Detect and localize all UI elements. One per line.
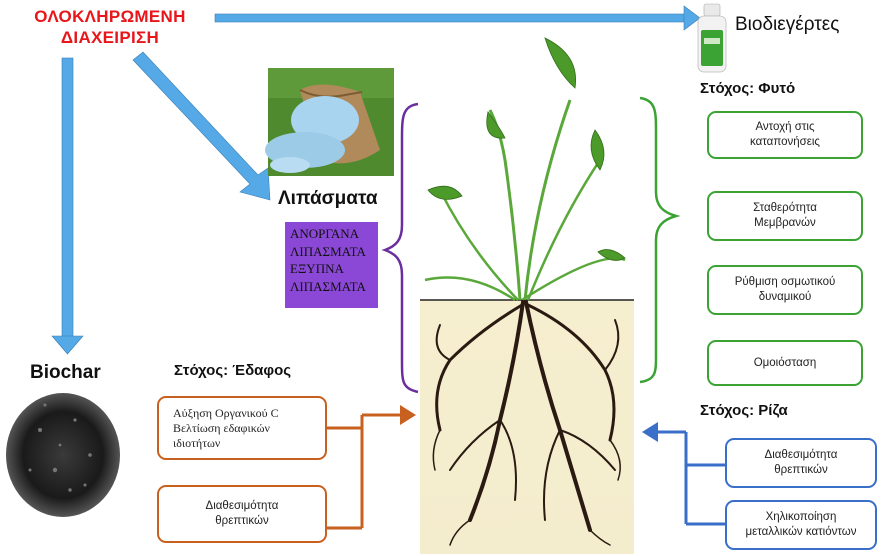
bottle-image <box>697 3 727 73</box>
plant-target-item-line: Ρύθμιση οσμωτικού <box>734 276 836 288</box>
fertilizer-type: ΑΝΟΡΓΑΝΑ <box>290 226 360 241</box>
plant-target-item-line: Αντοχή στις <box>755 121 815 133</box>
root-target-item-line: Χηλικοποίηση <box>765 511 837 523</box>
soil-target-item-line: Βελτίωση εδαφικών <box>173 420 270 435</box>
soil-block <box>420 300 634 554</box>
biochar-image <box>6 393 120 517</box>
root-connector <box>656 430 725 526</box>
soil-target-item: Αύξηση Οργανικού C Βελτίωση εδαφικών ιδι… <box>157 396 327 460</box>
root-target-item-line: Διαθεσιμότητα <box>764 449 838 461</box>
soil-arrowhead <box>400 405 416 425</box>
biochar-label: Biochar <box>30 362 101 383</box>
main-title-line-1: ΟΛΟΚΛΗΡΩΜΕΝΗ <box>34 7 186 26</box>
soil-connector <box>325 413 405 530</box>
root-target-item-line: θρεπτικών <box>774 464 828 476</box>
soil-target-item-line: Αύξηση Οργανικού C <box>173 405 279 420</box>
plant-brace <box>639 96 681 384</box>
soil-target-item-line: ιδιοτήτων <box>173 435 221 450</box>
soil-target-item: Διαθεσιμότητα θρεπτικών <box>157 485 327 543</box>
main-title: ΟΛΟΚΛΗΡΩΜΕΝΗ ΔΙΑΧΕΙΡΙΣΗ <box>4 6 216 48</box>
soil-target-item-line: Διαθεσιμότητα <box>205 500 279 512</box>
fertilizer-type: ΛΙΠΑΣΜΑΤΑ <box>290 243 366 259</box>
main-title-line-2: ΔΙΑΧΕΙΡΙΣΗ <box>60 28 160 47</box>
soil-target-heading: Στόχος: Έδαφος <box>174 362 292 379</box>
fertilizer-types-box: ΑΝΟΡΓΑΝΑ ΛΙΠΑΣΜΑΤΑ ΕΞΥΠΝΑ ΛΙΠΑΣΜΑΤΑ <box>285 222 378 308</box>
fertilizer-bag-image <box>265 68 394 176</box>
fertilizer-brace <box>381 102 419 394</box>
plant-target-item-line: Μεμβρανών <box>754 217 816 229</box>
fertilizer-type: ΕΞΥΠΝΑ <box>290 261 344 276</box>
plant-target-item: Ομοιόσταση <box>707 340 863 386</box>
root-target-heading: Στόχος: Ρίζα <box>700 402 788 419</box>
plant-target-item-line: δυναμικού <box>758 291 812 303</box>
plant-target-item-line: Ομοιόσταση <box>753 356 817 369</box>
plant-target-item-line: Σταθερότητα <box>753 202 817 214</box>
root-target-item-line: μεταλλικών κατιόντων <box>745 526 857 538</box>
plant-roots <box>432 300 621 546</box>
plant-target-item: Ρύθμιση οσμωτικού δυναμικού <box>707 265 863 315</box>
fertilizer-type: ΛΙΠΑΣΜΑΤΑ <box>290 278 366 294</box>
root-target-item: Χηλικοποίηση μεταλλικών κατιόντων <box>725 500 877 550</box>
plant-shoot <box>424 37 626 302</box>
arrow-to-biochar <box>51 57 84 355</box>
plant-target-heading: Στόχος: Φυτό <box>700 80 796 97</box>
arrow-to-biostimulants <box>214 5 701 31</box>
soil-target-item-line: θρεπτικών <box>215 515 269 527</box>
plant-target-item-line: καταπονήσεις <box>750 136 820 148</box>
fertilizers-label: Λιπάσματα <box>278 188 378 209</box>
root-target-item: Διαθεσιμότητα θρεπτικών <box>725 438 877 488</box>
plant-target-item: Αντοχή στις καταπονήσεις <box>707 111 863 159</box>
biostimulants-label: Βιοδιεγέρτες <box>735 14 840 35</box>
root-arrowhead <box>642 422 658 442</box>
arrow-to-fertilizers <box>132 51 271 201</box>
